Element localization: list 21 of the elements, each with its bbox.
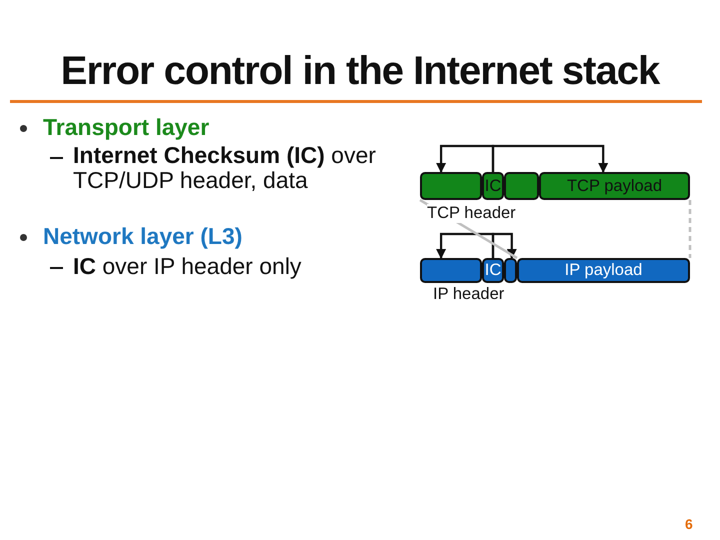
page-number: 6 [685, 516, 693, 533]
arrow [492, 144, 608, 173]
checksum-segment: IC [482, 172, 504, 200]
bullet-heading: Transport layer [43, 114, 210, 141]
payload-segment: IP payload [517, 258, 690, 283]
slide-title: Error control in the Internet stack [60, 48, 661, 95]
header-segment [504, 258, 517, 283]
arrow [492, 232, 517, 259]
checksum-segment: IC [482, 258, 504, 283]
mapping-line [688, 200, 692, 258]
bullet-text: IC over IP header only [73, 253, 302, 279]
bullet-text: Internet Checksum (IC) over TCP/UDP header, data [73, 143, 377, 193]
segment-caption: TCP header [427, 204, 516, 223]
payload-segment: TCP payload [539, 172, 690, 200]
header-segment [504, 172, 539, 200]
header-segment [420, 172, 482, 200]
bullet-heading: Network layer (L3) [43, 223, 242, 250]
arrow [436, 232, 494, 259]
header-segment [420, 258, 482, 283]
arrow [436, 144, 494, 173]
segment-caption: IP header [433, 285, 504, 304]
